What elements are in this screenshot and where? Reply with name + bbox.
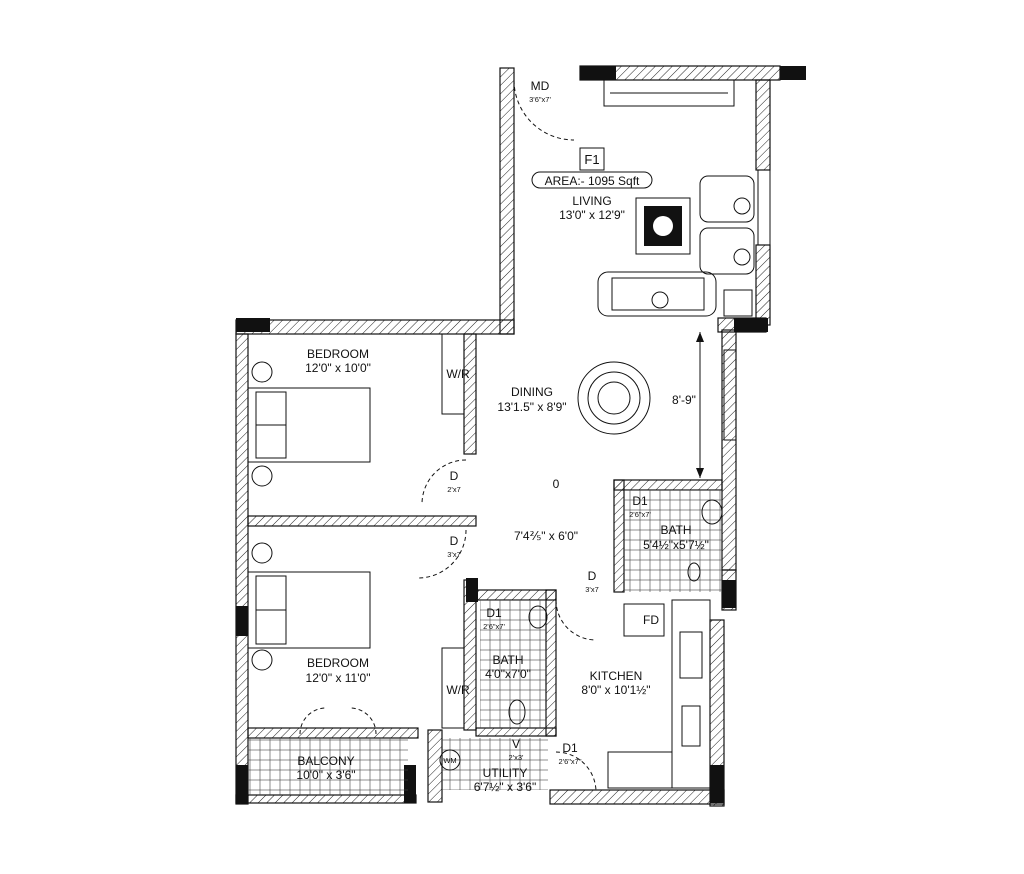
living-wall-dimension: 8'-9" [672,393,696,407]
flat-id: F1 [584,152,599,167]
bed-bottom-door-size: 3'x7 [447,550,461,559]
living-size: 13'0" x 12'9" [559,208,625,222]
washing-machine-label: WM [443,756,456,765]
bedroom-bottom-label: BEDROOM [307,656,369,670]
doors [299,79,597,793]
utility-size: 6'7½" x 3'6" [474,780,536,794]
flat-area: AREA:- 1095 Sqft [545,174,640,188]
wardrobe-bottom-label: W/R [446,683,470,697]
bed-top-door-size: 2'x7 [447,485,461,494]
passage-code: 0 [553,477,560,491]
bed-top-door-code: D [450,469,459,483]
bedroom-top-label: BEDROOM [307,347,369,361]
furniture [247,175,755,789]
balcony-label: BALCONY [297,754,354,768]
balcony-size: 10'0" x 3'6" [296,768,355,782]
utility-door-size: 2'6"x7" [558,757,581,766]
dining-label: DINING [511,385,553,399]
bath-right-size: 5'4½"x5'7½" [643,538,709,552]
bedroom-top-size: 12'0" x 10'0" [305,361,371,375]
windows [603,79,771,441]
kitchen-size: 8'0" x 10'1½" [581,683,650,697]
fridge-label: FD [643,613,659,627]
bath-left-size: 4'0"x7'0" [485,667,531,681]
main-door-code: MD [531,79,550,93]
bath-left-door-size: 2'6"x7' [483,622,505,631]
kitchen-door-code: D [588,569,597,583]
utility-label: UTILITY [483,766,528,780]
unit-tag: F1 AREA:- 1095 Sqft [531,147,653,189]
utility-vent-size: 2'x3' [509,753,525,762]
bath-left-label: BATH [492,653,523,667]
utility-vent-code: V [512,737,520,751]
bath-left-door-code: D1 [486,606,502,620]
living-dimension-line [696,332,704,478]
passage-size: 7'4⅖" x 6'0" [514,529,578,543]
kitchen-label: KITCHEN [590,669,643,683]
living-label: LIVING [572,194,611,208]
columns [236,66,806,803]
bed-bottom-door-code: D [450,534,459,548]
bath-right-label: BATH [660,523,691,537]
floor-tiles [248,490,722,795]
utility-door-code: D1 [562,741,578,755]
bath-right-door-size: 2'6"x7' [629,510,651,519]
dining-size: 13'1.5" x 8'9" [497,400,566,414]
bath-right-door-code: D1 [632,494,648,508]
wardrobe-top-label: W/R [446,367,470,381]
bedroom-bottom-size: 12'0" x 11'0" [306,671,371,685]
main-door-size: 3'6"x7' [529,95,551,104]
kitchen-door-size: 3'x7 [585,585,599,594]
